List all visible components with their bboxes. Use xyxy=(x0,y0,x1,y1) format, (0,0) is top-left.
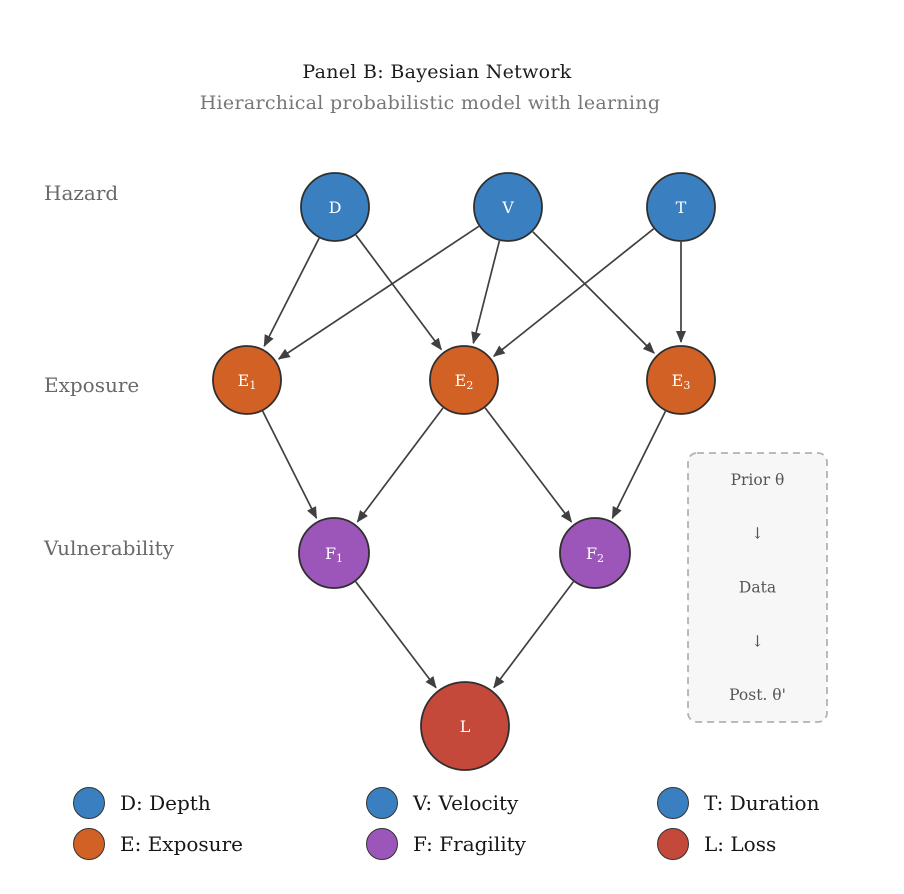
velocity-swatch-icon xyxy=(366,787,398,819)
node-label-E1: E1 xyxy=(238,371,257,392)
layer-label-exposure: Exposure xyxy=(44,373,140,397)
depth-swatch-icon xyxy=(73,787,105,819)
legend-label: V: Velocity xyxy=(413,791,519,815)
layer-label-hazard: Hazard xyxy=(44,181,119,205)
node-F2 xyxy=(559,517,631,589)
edge-V-E3 xyxy=(532,231,655,354)
legend-item-fragility: F: Fragility xyxy=(366,827,526,861)
inference-step-label: ↓ xyxy=(751,632,764,650)
exposure-swatch-icon xyxy=(73,828,105,860)
node-T xyxy=(646,172,716,242)
node-label-L: L xyxy=(460,717,471,736)
edge-F2-L xyxy=(493,581,575,689)
edge-E1-F1 xyxy=(261,410,318,520)
inference-step-label: ↓ xyxy=(751,525,764,543)
node-E2 xyxy=(429,345,499,415)
legend-label: L: Loss xyxy=(704,832,777,856)
panel-title: Panel B: Bayesian Network xyxy=(302,61,572,83)
edge-V-E1 xyxy=(277,225,480,360)
legend-label: T: Duration xyxy=(704,791,820,815)
legend-label: E: Exposure xyxy=(120,832,243,856)
edge-E2-F2 xyxy=(484,407,573,523)
node-label-E3: E3 xyxy=(672,371,691,392)
inference-box xyxy=(687,452,828,723)
legend-item-exposure: E: Exposure xyxy=(73,827,243,861)
node-L xyxy=(420,681,510,771)
edge-E2-F1 xyxy=(356,407,444,523)
inference-step-label: Prior θ xyxy=(731,471,785,489)
node-label-E2: E2 xyxy=(455,371,474,392)
node-E1 xyxy=(212,345,282,415)
edge-E3-F2 xyxy=(611,410,667,519)
inference-step-label: Data xyxy=(739,579,776,597)
legend-label: F: Fragility xyxy=(413,832,526,856)
edge-V-E2 xyxy=(471,240,501,345)
legend-item-duration: T: Duration xyxy=(657,786,819,820)
edge-F1-L xyxy=(355,581,437,689)
panel-subtitle: Hierarchical probabilistic model with le… xyxy=(199,92,661,114)
legend-item-velocity: V: Velocity xyxy=(366,786,518,820)
inference-step-label: Post. θ' xyxy=(729,686,786,704)
edge-T-E2 xyxy=(492,228,655,357)
node-F1 xyxy=(298,517,370,589)
node-E3 xyxy=(646,345,716,415)
node-label-D: D xyxy=(329,198,342,217)
edge-D-E2 xyxy=(355,234,442,351)
duration-swatch-icon xyxy=(657,787,689,819)
node-V xyxy=(473,172,543,242)
legend-item-depth: D: Depth xyxy=(73,786,211,820)
node-label-F1: F1 xyxy=(325,544,343,565)
loss-swatch-icon xyxy=(657,828,689,860)
node-label-F2: F2 xyxy=(586,544,604,565)
legend-label: D: Depth xyxy=(120,791,211,815)
node-label-V: V xyxy=(501,198,514,217)
legend-item-loss: L: Loss xyxy=(657,827,776,861)
node-D xyxy=(300,172,370,242)
fragility-swatch-icon xyxy=(366,828,398,860)
node-label-T: T xyxy=(676,198,687,217)
edge-D-E1 xyxy=(263,237,320,348)
layer-label-vulnerability: Vulnerability xyxy=(44,536,174,560)
